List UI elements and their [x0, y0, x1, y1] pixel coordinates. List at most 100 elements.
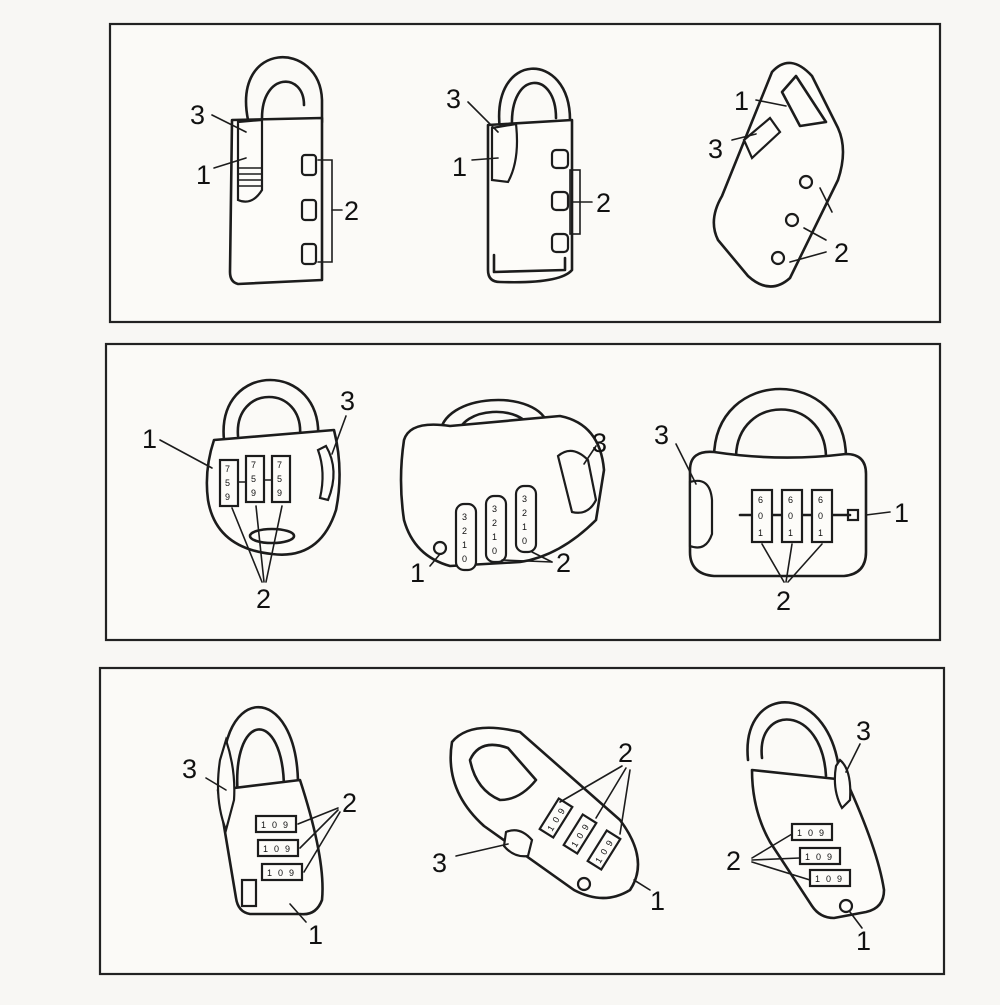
leader-2a: [501, 559, 553, 563]
callout-1: 1: [452, 152, 467, 182]
leader-2a: [297, 807, 339, 825]
dial-top: [300, 153, 318, 177]
dial-digit: 0: [816, 852, 821, 862]
lock-body: [399, 414, 606, 568]
dial-window: [254, 814, 298, 834]
dial-window: [260, 862, 304, 882]
leader-3: [211, 114, 247, 133]
leader-3: [845, 743, 861, 773]
dial-digit: 0: [522, 536, 527, 546]
dial-low: [300, 242, 318, 266]
dial-column-3: 6 0 1: [810, 488, 834, 544]
dial-row-1: 1 0 9: [790, 822, 834, 842]
shackle: [746, 700, 842, 782]
callout-1: 1: [196, 160, 211, 190]
dial-digit: 2: [522, 508, 527, 518]
callout-1: 1: [308, 920, 323, 950]
leader-2a: [231, 507, 263, 583]
dial-digit: 1: [788, 528, 793, 538]
dial-digit: 0: [462, 554, 467, 564]
side-part: [688, 479, 714, 549]
callout-2: 2: [726, 846, 741, 876]
base-button: [240, 878, 258, 908]
dial-window: [808, 868, 852, 888]
dial-digit: 9: [604, 839, 615, 849]
callout-3: 3: [190, 100, 205, 130]
leader-2b: [803, 227, 827, 241]
release-button: [838, 898, 854, 914]
callout-3: 3: [856, 716, 871, 746]
keyhole-slot: [248, 527, 296, 545]
dial-digit: 6: [818, 495, 823, 505]
dial-digit: 9: [580, 823, 591, 833]
dial-window: [562, 812, 598, 856]
dial-mid: [300, 198, 318, 222]
release-button: [432, 540, 448, 556]
callout-3: 3: [708, 134, 723, 164]
dial-top: [798, 174, 814, 190]
leader-3: [467, 101, 499, 133]
lock-3a: 1 0 9 1 0 9 1 0 9 3 2 1: [182, 705, 357, 950]
leader-1: [865, 511, 891, 516]
dial-digit: 9: [289, 868, 294, 878]
callout-2: 2: [618, 738, 633, 768]
dial-digit: 9: [251, 488, 256, 498]
dial-digit: 1: [593, 855, 604, 865]
dial-2: 1 0 9: [562, 812, 598, 856]
dial-digit: 7: [251, 460, 256, 470]
dial-digit: 0: [550, 815, 561, 825]
dial-digit: 9: [285, 844, 290, 854]
lock-1c: 1 3 2: [708, 61, 849, 288]
leader-3: [455, 843, 509, 857]
shackle-inner: [235, 728, 286, 800]
panel-1: 3 1 2 3 1 2: [108, 22, 942, 324]
dial-digit: 1: [261, 820, 266, 830]
leader-3: [205, 777, 227, 791]
shackle: [222, 378, 320, 442]
leader-2b: [785, 543, 793, 583]
side-slider: [216, 736, 236, 834]
dial-digit: 0: [492, 546, 497, 556]
callout-1: 1: [734, 86, 749, 116]
dial-row-3: 1 0 9: [808, 868, 852, 888]
dial-wheel-3: 3 2 1 0: [514, 484, 538, 554]
dial-digit: 1: [758, 528, 763, 538]
dial-digit: 6: [758, 495, 763, 505]
callout-3: 3: [446, 84, 461, 114]
leader-2b: [531, 551, 553, 563]
dial-window: [750, 488, 774, 544]
dial-digit: 1: [263, 844, 268, 854]
dial-row-2: 1 0 9: [256, 838, 300, 858]
lock-3c: 1 0 9 1 0 9 1 0 9 2 3 1: [726, 700, 886, 956]
shackle-inner: [734, 408, 828, 458]
dial-row-2: 1 0 9: [798, 846, 842, 866]
dial-1: 1 0 9: [538, 796, 574, 840]
dial-mid: [550, 190, 570, 212]
dial-window: [270, 454, 292, 504]
dial-digit: 0: [274, 844, 279, 854]
leader-2c: [303, 811, 341, 873]
dial-low: [770, 250, 786, 266]
dial-column-3: 7 5 9: [270, 454, 292, 504]
shackle: [244, 56, 324, 124]
dial-digit: 3: [462, 512, 467, 522]
dial-digit: 1: [267, 868, 272, 878]
lock-2a: 7 5 9 7 5 9 7 5 9 1 3: [142, 378, 355, 614]
dial-digit: 9: [277, 488, 282, 498]
shackle-inner: [510, 81, 558, 128]
leader-1: [471, 157, 499, 161]
dial-top: [550, 148, 570, 170]
dial-digit: 3: [492, 504, 497, 514]
dial-digit: 0: [598, 847, 609, 857]
dial-window: [538, 796, 574, 840]
callout-2: 2: [342, 788, 357, 818]
dial-digit: 5: [251, 474, 256, 484]
dial-window: [810, 488, 834, 544]
leader-1: [429, 553, 441, 567]
callout-1: 1: [410, 558, 425, 588]
leader-1: [633, 879, 651, 891]
dial-digit: 9: [225, 492, 230, 502]
lock-2c: 6 0 1 6 0 1 6 0 1 1 3 2: [654, 387, 909, 616]
